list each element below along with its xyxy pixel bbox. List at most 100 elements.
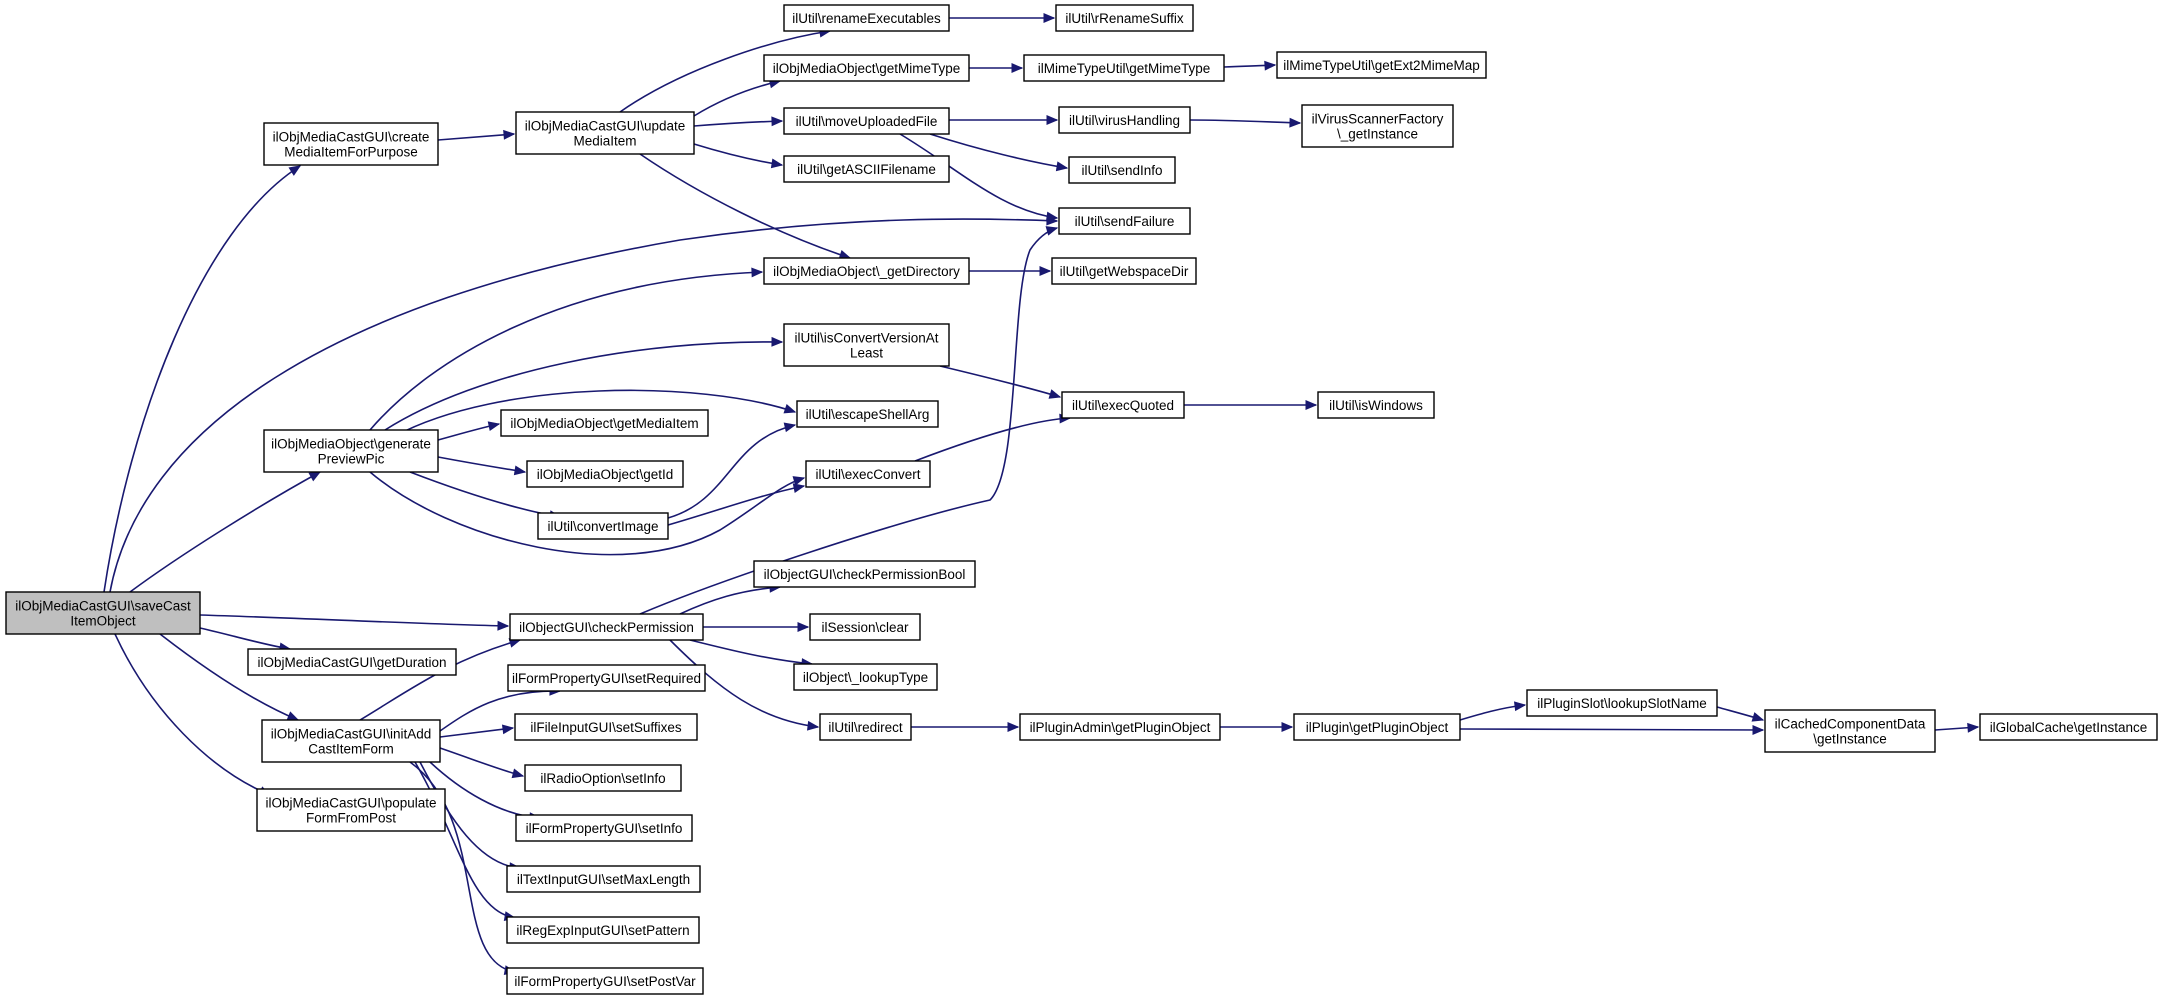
edge-moveup-to-sendfailure <box>899 133 1058 219</box>
edge-updatemi-to-getmime <box>693 80 781 117</box>
node-sessclear[interactable]: ilSession\clear <box>809 613 921 641</box>
arrowhead-checkperm-to-sessclear <box>797 622 810 632</box>
node-escshell[interactable]: ilUtil\escapeShellArg <box>796 400 939 428</box>
edge-moveup-to-sendinfo <box>929 133 1068 169</box>
arrowhead-slotname-to-cachedcomp <box>1751 712 1765 722</box>
arrowhead-convimg-to-execconvert <box>792 483 806 493</box>
node-label: ilUtil\isWindows <box>1329 398 1423 413</box>
node-convimg[interactable]: ilUtil\convertImage <box>537 512 669 540</box>
node-getmime[interactable]: ilObjMediaObject\getMimeType <box>763 54 970 82</box>
node-execconvert[interactable]: ilUtil\execConvert <box>805 460 931 488</box>
node-label: ilFormPropertyGUI\setRequired <box>512 671 701 686</box>
node-redirect[interactable]: ilUtil\redirect <box>819 713 912 741</box>
node-webspace[interactable]: ilUtil\getWebspaceDir <box>1051 257 1197 285</box>
node-sendinfo[interactable]: ilUtil\sendInfo <box>1068 156 1176 184</box>
edge-create-to-updatemi <box>437 133 515 141</box>
node-box <box>515 111 695 155</box>
node-setrequired[interactable]: ilFormPropertyGUI\setRequired <box>507 664 706 692</box>
arrowhead-getmime-to-mimeutil <box>1011 63 1024 73</box>
node-sendfailure[interactable]: ilUtil\sendFailure <box>1058 207 1191 235</box>
node-label: ilUtil\virusHandling <box>1069 113 1180 128</box>
node-virus[interactable]: ilUtil\virusHandling <box>1058 106 1191 134</box>
node-label: ilObject\_lookupType <box>803 670 928 685</box>
node-checkperm[interactable]: ilObjectGUI\checkPermission <box>509 613 704 641</box>
node-label: ilUtil\renameExecutables <box>792 11 941 26</box>
node-pluginobj[interactable]: ilPlugin\getPluginObject <box>1293 713 1461 741</box>
node-box <box>783 107 950 135</box>
node-label: ilUtil\escapeShellArg <box>806 407 930 422</box>
arrowhead-pluginobj-to-slotname <box>1513 701 1527 712</box>
node-maxlen[interactable]: ilTextInputGUI\setMaxLength <box>506 865 701 893</box>
node-iswindows[interactable]: ilUtil\isWindows <box>1317 391 1435 419</box>
node-cachedcomp[interactable]: ilCachedComponentData\getInstance <box>1764 709 1936 753</box>
arrowhead-genprev-to-getmediaitem <box>487 421 501 432</box>
node-box <box>261 719 441 763</box>
node-moveup[interactable]: ilUtil\moveUploadedFile <box>783 107 950 135</box>
node-box <box>783 323 950 367</box>
edge-initadd-to-radioinfo <box>439 747 524 777</box>
node-label: ilObjMediaCastGUI\saveCast <box>15 599 191 614</box>
node-renameexe[interactable]: ilUtil\renameExecutables <box>783 4 950 32</box>
node-box <box>507 664 706 692</box>
arrowhead-root-to-checkperm <box>497 620 510 631</box>
node-radioinfo[interactable]: ilRadioOption\setInfo <box>524 764 682 792</box>
node-lookuptype[interactable]: ilObject\_lookupType <box>793 663 938 691</box>
node-label: ilUtil\getASCIIFilename <box>797 162 936 177</box>
node-vsfactory[interactable]: ilVirusScannerFactory\_getInstance <box>1301 104 1454 148</box>
node-rrename[interactable]: ilUtil\rRenameSuffix <box>1055 4 1194 32</box>
node-fpinfo[interactable]: ilFormPropertyGUI\setInfo <box>515 814 693 842</box>
node-ext2mime[interactable]: ilMimeTypeUtil\getExt2MimeMap <box>1276 51 1487 79</box>
edges-layer <box>103 13 1980 975</box>
node-padmin[interactable]: ilPluginAdmin\getPluginObject <box>1019 713 1221 741</box>
nodes-layer: ilObjMediaCastGUI\saveCastItemObjectilOb… <box>5 4 2158 995</box>
node-box <box>5 591 201 635</box>
node-label: ItemObject <box>70 614 136 629</box>
node-label: ilObjectGUI\checkPermissionBool <box>764 567 966 582</box>
node-slotname[interactable]: ilPluginSlot\lookupSlotName <box>1526 689 1718 717</box>
arrowhead-moveup-to-sendfailure <box>1045 211 1059 222</box>
node-label: MediaItem <box>573 134 636 149</box>
node-getmediaitem[interactable]: ilObjMediaObject\getMediaItem <box>500 409 709 437</box>
node-label: ilPlugin\getPluginObject <box>1306 720 1449 735</box>
node-globalcache[interactable]: ilGlobalCache\getInstance <box>1979 713 2158 741</box>
node-label: ilTextInputGUI\setMaxLength <box>517 872 690 887</box>
node-box <box>1764 709 1936 753</box>
edge-pluginobj-to-cachedcomp <box>1459 728 1764 731</box>
node-getduration[interactable]: ilObjMediaCastGUI\getDuration <box>247 648 457 676</box>
node-label: ilFormPropertyGUI\setPostVar <box>514 974 696 989</box>
node-setpattern[interactable]: ilRegExpInputGUI\setPattern <box>506 916 700 944</box>
node-ascii[interactable]: ilUtil\getASCIIFilename <box>783 155 950 183</box>
node-box <box>524 764 682 792</box>
node-label: ilUtil\getWebspaceDir <box>1060 264 1189 279</box>
arrowhead-convimg-to-escshell <box>783 422 797 433</box>
arrowhead-moveup-to-virus <box>1046 115 1059 125</box>
edge-genprev-to-escshell <box>394 389 796 437</box>
arrowhead-pluginobj-to-cachedcomp <box>1752 725 1765 735</box>
node-getdir[interactable]: ilObjMediaObject\_getDirectory <box>763 257 970 285</box>
node-checkpermbool[interactable]: ilObjectGUI\checkPermissionBool <box>753 560 976 588</box>
node-setpostvar[interactable]: ilFormPropertyGUI\setPostVar <box>506 967 704 995</box>
node-create[interactable]: ilObjMediaCastGUI\createMediaItemForPurp… <box>263 122 439 166</box>
node-mimeutil[interactable]: ilMimeTypeUtil\getMimeType <box>1023 54 1225 82</box>
node-label: ilSession\clear <box>821 620 909 635</box>
edge-root-to-initadd <box>159 633 299 721</box>
edge-root-to-create <box>103 165 301 593</box>
node-label: ilMimeTypeUtil\getExt2MimeMap <box>1283 58 1480 73</box>
node-box <box>1055 4 1194 32</box>
node-box <box>1317 391 1435 419</box>
node-box <box>1023 54 1225 82</box>
node-getid[interactable]: ilObjMediaObject\getId <box>526 460 684 488</box>
node-box <box>819 713 912 741</box>
node-setsuffixes[interactable]: ilFileInputGUI\setSuffixes <box>514 713 698 741</box>
node-execquoted[interactable]: ilUtil\execQuoted <box>1061 391 1185 419</box>
arrowhead-checkperm-to-sendfailure <box>1045 226 1059 236</box>
node-label: ilPluginAdmin\getPluginObject <box>1030 720 1211 735</box>
node-box <box>506 967 704 995</box>
